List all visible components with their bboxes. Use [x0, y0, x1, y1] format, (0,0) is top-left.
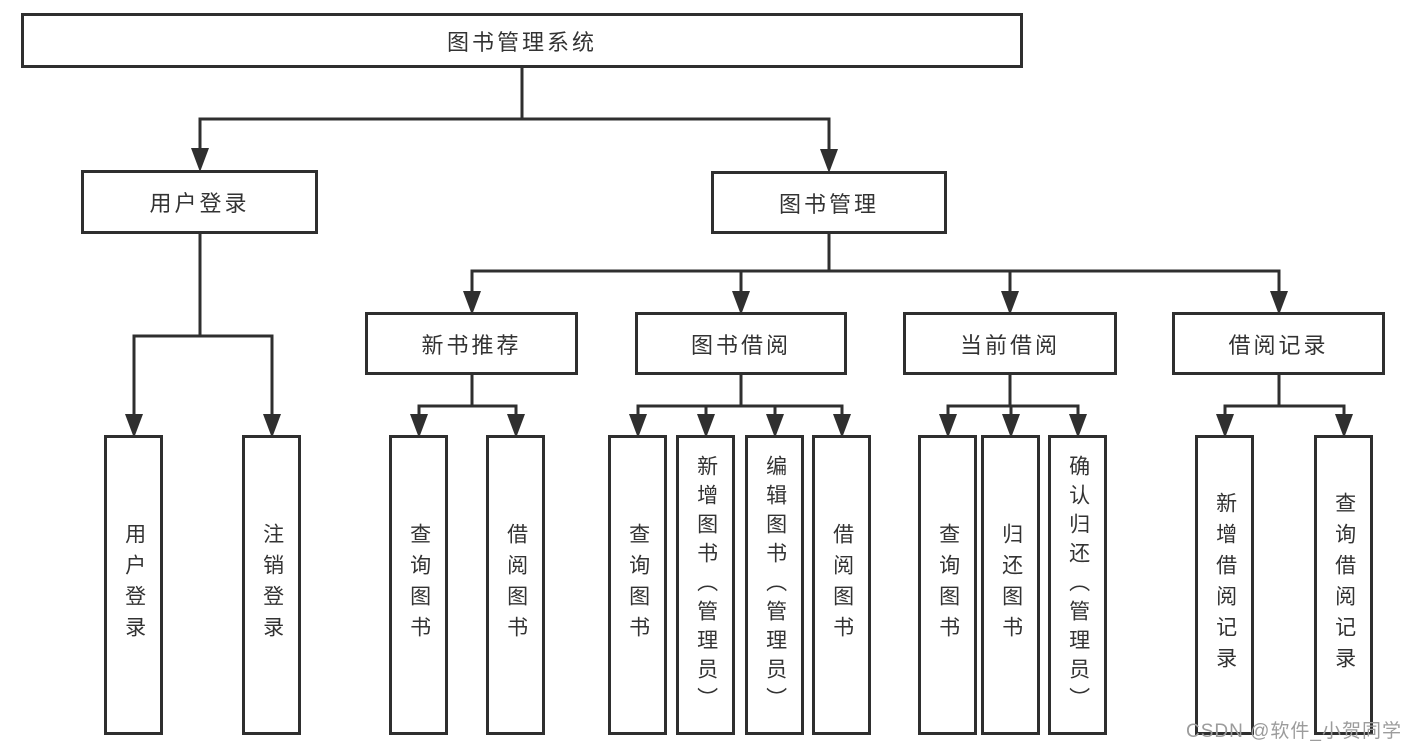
leaf-borrow-books-2: 借阅图书: [812, 435, 871, 735]
leaf-return-books: 归还图书: [981, 435, 1040, 735]
node-new-book-recommend: 新书推荐: [365, 312, 578, 375]
leaf-query-borrow-record: 查询借阅记录: [1314, 435, 1373, 735]
node-book-borrow: 图书借阅: [635, 312, 847, 375]
node-book-management-label: 图书管理: [778, 191, 879, 217]
node-current-borrow-label: 当前借阅: [959, 332, 1060, 358]
leaf-add-books-admin: 新增图书（管理员）: [676, 435, 735, 735]
leaf-return-books-label: 归还图书: [999, 523, 1023, 647]
node-user-login-label: 用户登录: [149, 191, 250, 216]
node-root: 图书管理系统: [21, 13, 1023, 68]
leaf-borrow-books-2-label: 借阅图书: [830, 523, 854, 647]
node-book-borrow-label: 图书借阅: [690, 332, 791, 358]
leaf-query-books-3: 查询图书: [918, 435, 977, 735]
leaf-user-login: 用户登录: [104, 435, 163, 735]
leaf-query-books-1-label: 查询图书: [407, 523, 431, 647]
leaf-borrow-books-1: 借阅图书: [486, 435, 545, 735]
leaf-logout: 注销登录: [242, 435, 301, 735]
leaf-query-books-3-label: 查询图书: [936, 523, 960, 647]
leaf-query-books-2: 查询图书: [608, 435, 667, 735]
leaf-query-borrow-record-label: 查询借阅记录: [1332, 492, 1356, 678]
leaf-logout-label: 注销登录: [260, 523, 284, 647]
node-root-label: 图书管理系统: [446, 29, 597, 55]
leaf-query-books-1: 查询图书: [389, 435, 448, 735]
leaf-confirm-return-admin-label: 确认归还（管理员）: [1066, 454, 1090, 716]
leaf-add-books-admin-label: 新增图书（管理员）: [694, 454, 718, 716]
leaf-edit-books-admin-label: 编辑图书（管理员）: [763, 454, 787, 716]
leaf-user-login-label: 用户登录: [122, 523, 146, 647]
csdn-watermark: CSDN @软件_小贺同学: [1186, 721, 1402, 742]
node-user-login: 用户登录: [81, 170, 318, 234]
node-borrow-records-label: 借阅记录: [1228, 332, 1329, 358]
leaf-add-borrow-record-label: 新增借阅记录: [1213, 492, 1237, 678]
leaf-edit-books-admin: 编辑图书（管理员）: [745, 435, 804, 735]
node-book-management: 图书管理: [711, 171, 947, 234]
leaf-borrow-books-1-label: 借阅图书: [504, 523, 528, 647]
node-borrow-records: 借阅记录: [1172, 312, 1385, 375]
leaf-query-books-2-label: 查询图书: [626, 523, 650, 647]
node-current-borrow: 当前借阅: [903, 312, 1117, 375]
leaf-confirm-return-admin: 确认归还（管理员）: [1048, 435, 1107, 735]
leaf-add-borrow-record: 新增借阅记录: [1195, 435, 1254, 735]
node-new-book-recommend-label: 新书推荐: [421, 332, 522, 358]
